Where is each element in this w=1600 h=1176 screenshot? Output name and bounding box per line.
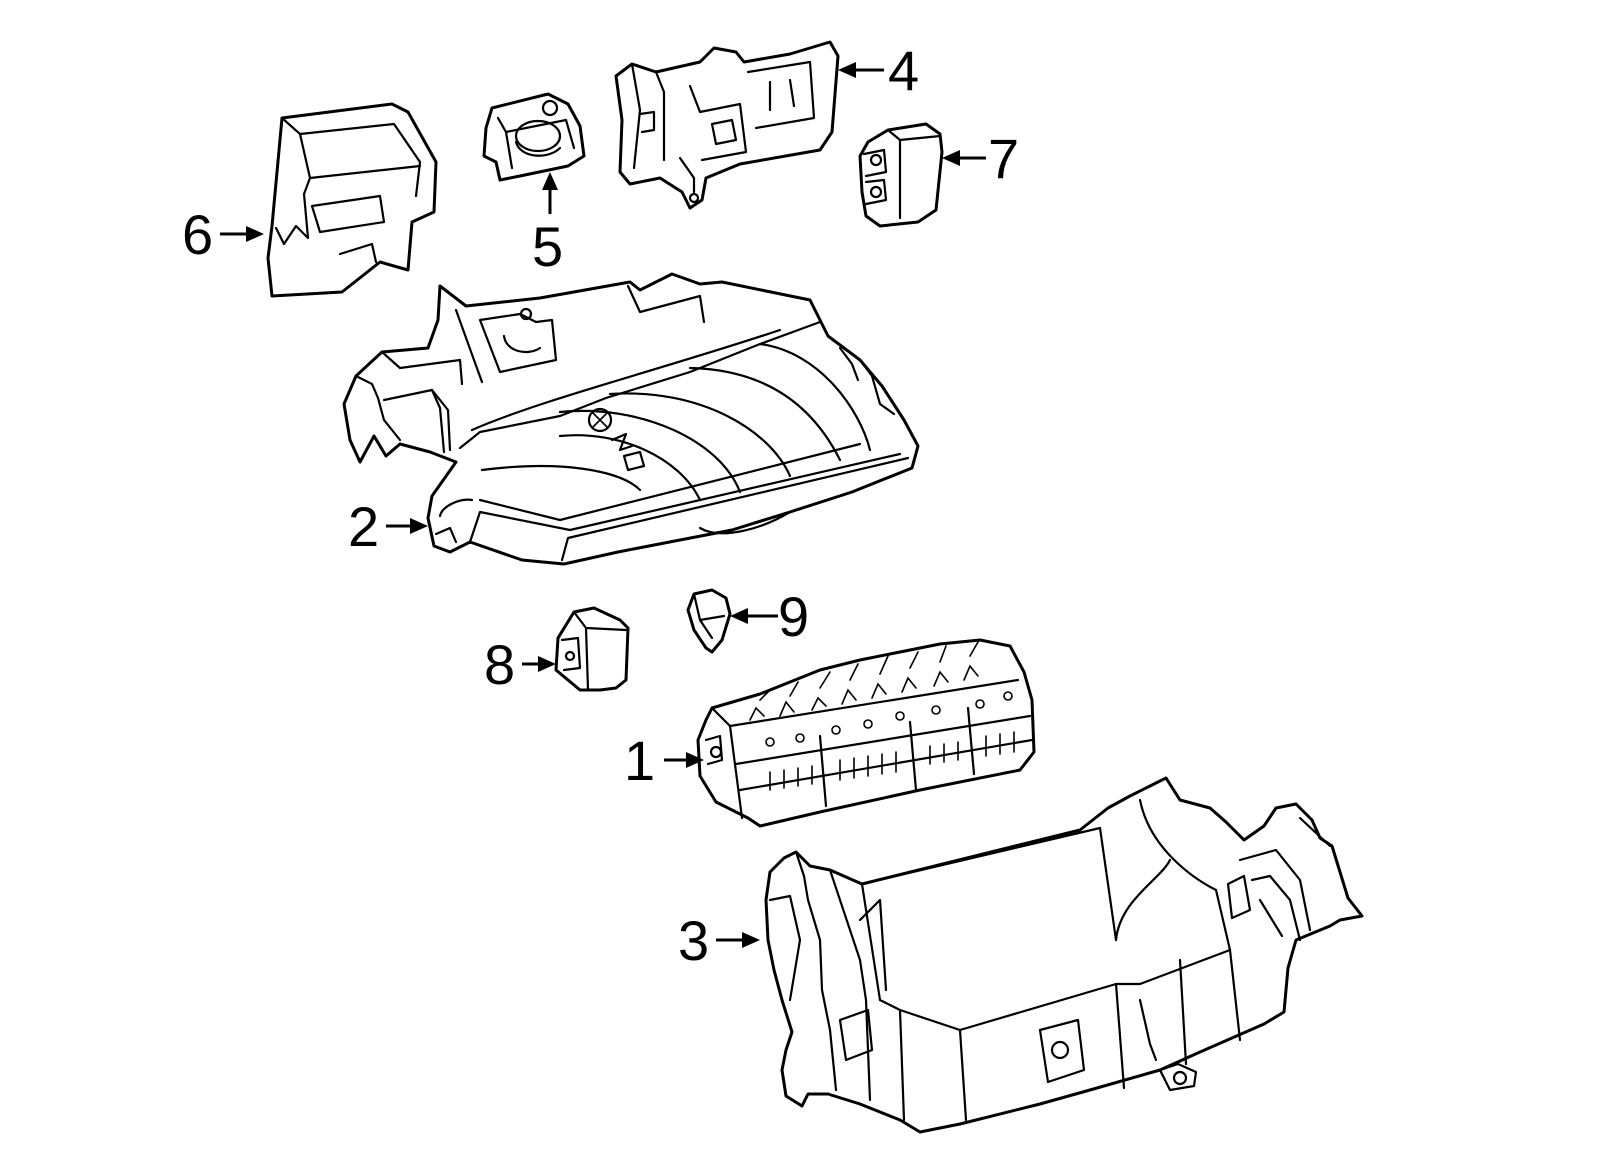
part-2-fuse-box-lid-drawing — [342, 272, 920, 566]
callout-7: 7 — [942, 127, 1019, 190]
callout-2-label: 2 — [348, 495, 379, 558]
callout-9: 9 — [730, 585, 809, 648]
callout-3-label: 3 — [678, 909, 709, 972]
callout-1: 1 — [624, 729, 704, 792]
part-9-clip-drawing — [686, 588, 732, 654]
callout-7-label: 7 — [988, 127, 1019, 190]
callout-3: 3 — [678, 909, 760, 972]
part-1-fuse-module-drawing — [696, 638, 1036, 828]
part-7-relay-drawing — [858, 122, 944, 228]
callout-8-label: 8 — [484, 633, 515, 696]
callout-2: 2 — [348, 495, 428, 558]
callout-6: 6 — [182, 203, 264, 266]
callout-8: 8 — [484, 633, 556, 696]
part-8-relay-drawing — [554, 606, 630, 692]
callout-5-label: 5 — [532, 215, 563, 278]
callout-1-label: 1 — [624, 729, 655, 792]
callout-4: 4 — [838, 39, 919, 102]
part-4-mounting-bracket-drawing — [614, 40, 840, 210]
callout-6-label: 6 — [182, 203, 213, 266]
callout-4-label: 4 — [888, 39, 919, 102]
part-6-cover-drawing — [266, 102, 438, 298]
callout-9-label: 9 — [778, 585, 809, 648]
callout-5: 5 — [532, 172, 563, 278]
part-5-bracket-drawing — [482, 92, 586, 182]
part-3-lower-housing-drawing — [764, 776, 1364, 1134]
